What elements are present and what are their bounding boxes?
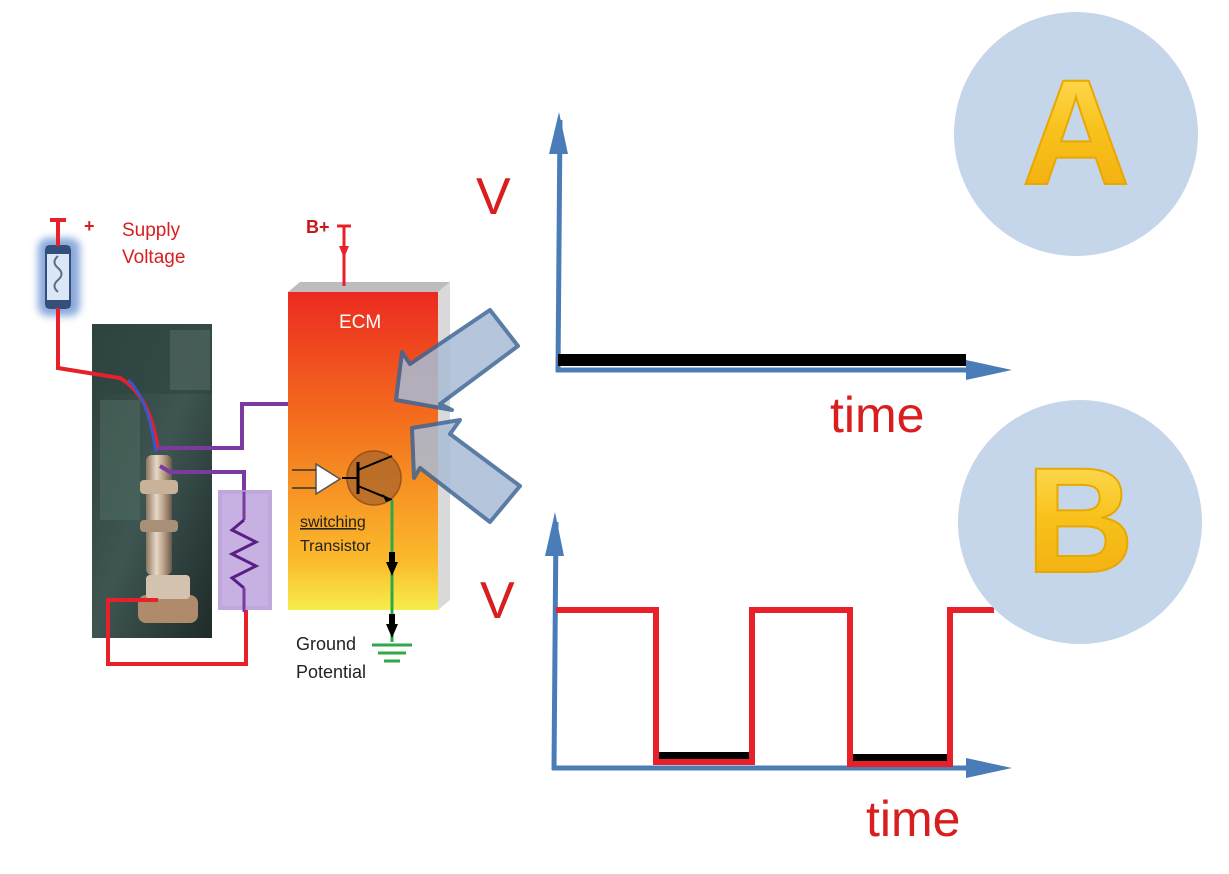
graph-a-x-label: time bbox=[830, 387, 924, 443]
sensor-photo bbox=[92, 324, 212, 638]
pointer-arrow-lower-icon bbox=[410, 418, 522, 524]
graph-a: V time bbox=[476, 112, 1012, 443]
graph-b-x-label: time bbox=[866, 791, 960, 847]
graph-a-y-axis bbox=[555, 119, 563, 373]
supply-voltage-label-line1: Supply bbox=[122, 220, 181, 241]
bplus-arrow-icon bbox=[339, 246, 349, 258]
graph-b-square-wave bbox=[556, 607, 994, 767]
graph-a-y-label: V bbox=[476, 168, 511, 226]
switching-transistor-icon bbox=[342, 450, 402, 506]
driver-buffer-icon bbox=[292, 462, 342, 496]
ecm-label: ECM bbox=[339, 312, 381, 333]
ground-arrow-upper-icon bbox=[386, 562, 398, 576]
ecm-module bbox=[288, 282, 450, 610]
pointer-arrow-upper-icon bbox=[394, 308, 520, 412]
ground-arrow-lower-icon bbox=[386, 624, 398, 638]
return-wire-red bbox=[106, 598, 248, 666]
graph-a-x-arrow-icon bbox=[966, 360, 1012, 380]
graph-b-x-arrow-icon bbox=[966, 758, 1012, 778]
badge-b: B bbox=[958, 400, 1202, 644]
heater-wire-purple bbox=[158, 464, 246, 492]
graph-b-y-label: V bbox=[480, 572, 515, 630]
supply-voltage-label-line2: Voltage bbox=[122, 247, 185, 268]
graph-b: V time bbox=[480, 512, 1012, 847]
ground-label-line1: Ground bbox=[296, 634, 356, 654]
supply-fuse-icon bbox=[38, 238, 80, 316]
badge-a-letter: A bbox=[1022, 48, 1130, 216]
graph-b-y-arrow-icon bbox=[545, 512, 564, 556]
sensor-lead-blue bbox=[126, 378, 158, 453]
badge-b-letter: B bbox=[1026, 436, 1134, 604]
supply-plus-label: + bbox=[84, 216, 95, 236]
heater-resistor-icon bbox=[218, 490, 272, 612]
bplus-label: B+ bbox=[306, 217, 330, 237]
ground-symbol-icon bbox=[372, 643, 412, 663]
ground-label-line2: Potential bbox=[296, 662, 366, 682]
graph-b-y-axis bbox=[551, 521, 559, 771]
graph-a-y-arrow-icon bbox=[549, 112, 568, 154]
switching-label: switching bbox=[300, 514, 366, 531]
badge-a: A bbox=[954, 12, 1198, 256]
transistor-label: Transistor bbox=[300, 538, 371, 555]
